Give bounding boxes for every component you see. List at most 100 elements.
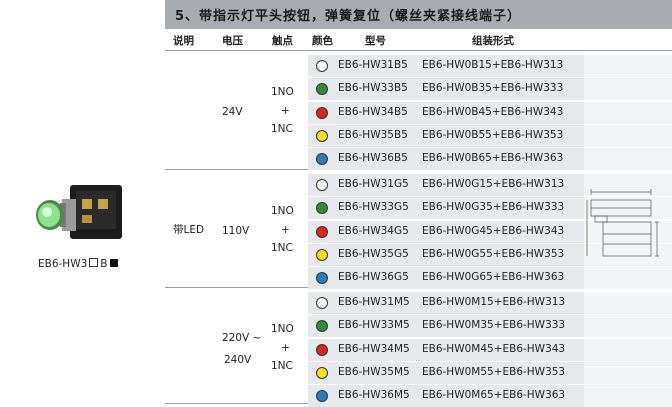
assembly-cell: EB6-HW0M65+EB6-HW363	[422, 389, 566, 402]
col-head-color: 颜色	[312, 35, 333, 47]
group-divider	[165, 50, 672, 51]
table-row	[308, 124, 584, 147]
col-head-voltage: 电压	[222, 35, 243, 47]
model-cell: EB6-HW33B5	[338, 82, 408, 95]
model-cell: EB6-HW35M5	[338, 365, 410, 378]
contact-cell: 1NC	[271, 123, 293, 136]
table-row-extension	[584, 292, 672, 314]
assembly-cell: EB6-HW0M55+EB6-HW353	[422, 365, 566, 378]
model-cell: EB6-HW33G5	[338, 201, 409, 214]
table-row-extension	[584, 55, 672, 77]
voltage-cell: 24V	[222, 106, 243, 119]
table-row-extension	[584, 174, 672, 196]
table-row	[308, 243, 584, 266]
table-row	[308, 385, 584, 407]
col-head-contact: 触点	[272, 35, 293, 47]
model-cell: EB6-HW31G5	[338, 178, 409, 190]
assembly-cell: EB6-HW0B35+EB6-HW333	[422, 82, 564, 95]
assembly-cell: EB6-HW0B45+EB6-HW343	[422, 105, 564, 118]
placeholder-filled-box-icon	[110, 259, 119, 267]
contact-cell: 1NO	[271, 323, 294, 336]
table-row-extension	[584, 78, 672, 101]
assembly-cell: EB6-HW0M15+EB6-HW313	[422, 296, 566, 308]
assembly-cell: EB6-HW0B15+EB6-HW313	[422, 59, 564, 71]
desc-cell: 带LED	[173, 224, 205, 236]
push-button-product-image	[36, 185, 122, 239]
model-cell: EB6-HW36M5	[338, 389, 410, 402]
model-cell: EB6-HW35B5	[338, 128, 408, 141]
assembly-cell: EB6-HW0G35+EB6-HW333	[422, 201, 565, 214]
assembly-cell: EB6-HW0M45+EB6-HW343	[422, 342, 566, 355]
table-row-extension	[584, 361, 672, 384]
col-head-assembly: 组装形式	[472, 35, 514, 47]
contact-cell: 1NO	[271, 86, 294, 99]
table-row	[308, 174, 584, 196]
table-row	[308, 148, 584, 171]
contact-cell: +	[281, 105, 290, 118]
table-row-extension	[584, 101, 672, 124]
color-green-icon	[316, 83, 328, 96]
model-cell: EB6-HW31B5	[338, 59, 408, 71]
model-cell: EB6-HW34M5	[338, 342, 410, 355]
assembly-cell: EB6-HW0G55+EB6-HW353	[422, 247, 565, 260]
color-white-icon	[316, 60, 328, 72]
table-row-extension	[584, 385, 672, 407]
assembly-cell: EB6-HW0M35+EB6-HW333	[422, 319, 566, 332]
table-row-extension	[584, 243, 672, 266]
table-row-extension	[584, 338, 672, 361]
table-row	[308, 292, 584, 314]
model-cell: EB6-HW34G5	[338, 224, 409, 237]
assembly-cell: EB6-HW0G65+EB6-HW363	[422, 271, 565, 284]
voltage-cell: 220V ~	[222, 332, 262, 345]
assembly-cell: EB6-HW0G45+EB6-HW343	[422, 224, 565, 237]
table-row	[308, 101, 584, 124]
model-cell: EB6-HW36B5	[338, 152, 408, 165]
table-row	[308, 361, 584, 384]
contact-cell: 1NC	[271, 242, 293, 255]
assembly-cell: EB6-HW0B55+EB6-HW353	[422, 128, 564, 141]
table-row	[308, 315, 584, 338]
voltage-cell: 110V	[222, 225, 250, 238]
table-row	[308, 220, 584, 243]
color-red-icon	[316, 343, 328, 356]
color-red-icon	[316, 106, 328, 119]
model-cell: EB6-HW33M5	[338, 319, 410, 332]
page-title: 5、带指示灯平头按钮，弹簧复位（螺丝夹紧接线端子）	[175, 9, 522, 24]
color-red-icon	[316, 225, 328, 238]
model-cell: EB6-HW35G5	[338, 247, 409, 260]
table-row-extension	[584, 220, 672, 243]
contact-cell: +	[281, 224, 290, 237]
col-head-desc: 说明	[173, 35, 194, 47]
contact-cell: +	[281, 342, 290, 355]
color-yellow-icon	[316, 129, 328, 142]
contact-cell: 1NC	[271, 360, 293, 373]
table-row	[308, 78, 584, 101]
model-cell: EB6-HW36G5	[338, 271, 409, 284]
assembly-cell: EB6-HW0B65+EB6-HW363	[422, 152, 564, 165]
color-yellow-icon	[316, 248, 328, 261]
table-row	[308, 55, 584, 77]
color-blue-icon	[316, 153, 328, 166]
dimension-drawing	[586, 189, 659, 257]
color-white-icon	[316, 297, 328, 309]
table-row-extension	[584, 124, 672, 147]
header-bar	[165, 0, 672, 29]
table-row-extension	[584, 315, 672, 338]
color-white-icon	[316, 179, 328, 191]
model-cell: EB6-HW31M5	[338, 296, 410, 308]
color-yellow-icon	[316, 366, 328, 379]
contact-cell: 1NO	[271, 205, 294, 218]
table-row	[308, 338, 584, 361]
table-row	[308, 197, 584, 220]
col-head-model: 型号	[365, 35, 386, 47]
color-blue-icon	[316, 390, 328, 403]
placeholder-box-icon	[89, 258, 99, 267]
assembly-cell: EB6-HW0G15+EB6-HW313	[422, 178, 565, 190]
table-row	[308, 267, 584, 290]
color-blue-icon	[316, 272, 328, 285]
color-green-icon	[316, 202, 328, 215]
color-green-icon	[316, 320, 328, 333]
model-cell: EB6-HW34B5	[338, 105, 408, 118]
table-row-extension	[584, 267, 672, 290]
